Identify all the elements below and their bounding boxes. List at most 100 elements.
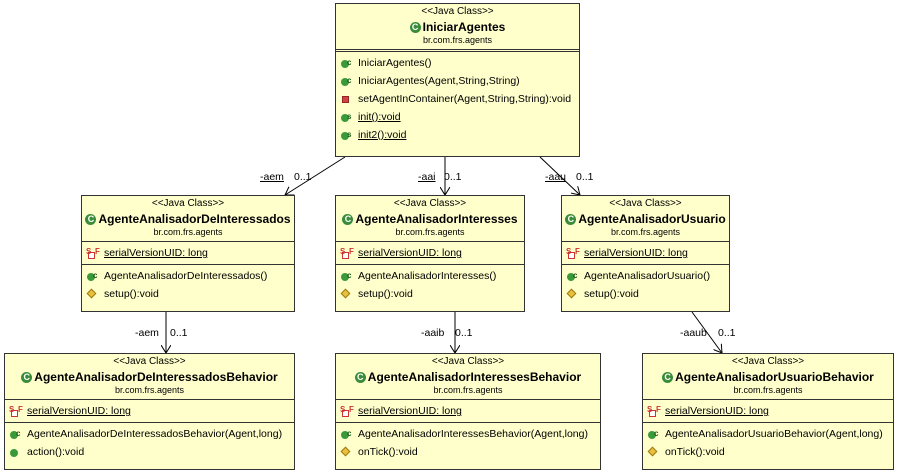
multiplicity-label-aau: 0..1 xyxy=(576,171,594,183)
role-label-aai: -aai xyxy=(418,171,436,183)
package-label: br.com.frs.agents xyxy=(433,385,503,395)
stereotype-label: <<Java Class>> xyxy=(421,6,494,17)
class-name-text: AgenteAnalisadorUsuario xyxy=(578,212,726,226)
stereotype-label: <<Java Class>> xyxy=(151,198,225,209)
protected-method-icon xyxy=(566,287,580,301)
role-label-aau: -aau xyxy=(545,171,567,183)
role-label-aaib: -aaib xyxy=(421,327,445,339)
private-method-icon xyxy=(340,92,354,106)
multiplicity-label-aem-top: 0..1 xyxy=(294,171,312,183)
class-name-text: AgenteAnalisadorUsuarioBehavior xyxy=(675,370,874,384)
method-row[interactable]: setup():void xyxy=(336,285,524,303)
class-name-text: IniciarAgentes xyxy=(422,20,506,34)
stereotype-label: <<Java Class>> xyxy=(609,198,682,209)
public-constructor-icon: c xyxy=(340,427,354,441)
stereotype-label: <<Java Class>> xyxy=(431,356,505,367)
multiplicity-label-aaub: 0..1 xyxy=(718,327,736,339)
method-row[interactable]: setup():void xyxy=(562,285,729,303)
stereotype-label: <<Java Class>> xyxy=(393,198,467,209)
class-icon: C xyxy=(565,214,577,226)
method-row[interactable]: onTick():void xyxy=(643,443,893,461)
public-constructor-icon: c xyxy=(647,427,661,441)
public-method-icon xyxy=(9,445,23,459)
multiplicity-label-aaib: 0..1 xyxy=(455,327,473,339)
public-static-method-icon: s xyxy=(340,128,354,142)
association-aem-top xyxy=(285,156,346,195)
public-constructor-icon: c xyxy=(9,427,23,441)
method-row[interactable]: onTick():void xyxy=(336,443,600,461)
multiplicity-label-aai: 0..1 xyxy=(444,171,462,183)
package-label: br.com.frs.agents xyxy=(733,385,803,395)
public-constructor-icon: c xyxy=(340,269,354,283)
public-constructor-icon: c xyxy=(86,269,100,283)
protected-method-icon xyxy=(340,445,354,459)
class-name-text: AgenteAnalisadorInteresses xyxy=(355,212,518,226)
class-name-text: AgenteAnalisadorInteressesBehavior xyxy=(367,370,582,384)
protected-method-icon xyxy=(647,445,661,459)
stereotype-label: <<Java Class>> xyxy=(113,356,186,367)
protected-method-icon xyxy=(340,287,354,301)
package-label: br.com.frs.agents xyxy=(395,227,465,237)
class-icon: C xyxy=(354,372,366,384)
public-constructor-icon: c xyxy=(566,269,580,283)
role-label-aaub: -aaub xyxy=(680,327,707,339)
public-constructor-icon: c xyxy=(340,74,354,88)
class-name-text: AgenteAnalisadorDeInteressados xyxy=(98,212,291,226)
class-icon: C xyxy=(21,372,33,384)
association-aaub xyxy=(691,311,722,353)
method-row[interactable]: setup():void xyxy=(82,285,294,303)
method-row[interactable]: action():void xyxy=(5,443,294,461)
method-row[interactable]: setAgentInContainer(Agent,String,String)… xyxy=(336,90,579,108)
class-icon: C xyxy=(409,22,421,34)
class-name-text: AgenteAnalisadorDeInteressadosBehavior xyxy=(34,370,278,384)
class-icon: C xyxy=(342,214,354,226)
